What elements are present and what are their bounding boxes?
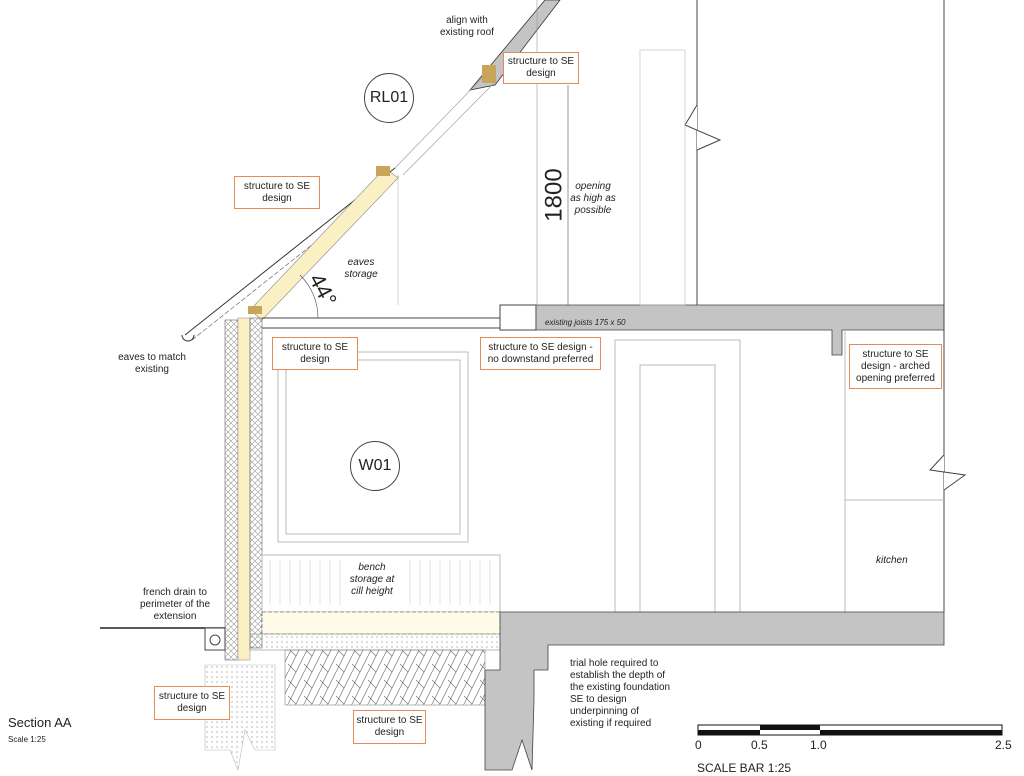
note-line: structure to SE <box>243 180 311 192</box>
note-line: bench <box>358 562 386 573</box>
note-line: design <box>262 192 292 204</box>
note-trial-hole: trial hole required to establish the dep… <box>570 658 670 730</box>
note-line: design <box>300 353 330 365</box>
note-line: extension <box>153 611 197 622</box>
note-opening: opening as high as possible <box>568 181 618 217</box>
section-title: Section AA <box>8 715 72 730</box>
note-line: align with <box>446 15 488 26</box>
note-line: underpinning of <box>570 706 639 717</box>
note-line: as high as <box>570 193 616 204</box>
scale-tick-1-0: 1.0 <box>810 738 827 752</box>
note-line: establish the depth of <box>570 670 666 681</box>
note-line: eaves <box>347 257 375 268</box>
note-line: trial hole required to <box>570 658 659 669</box>
note-eaves-storage: eaves storage <box>340 257 382 281</box>
rooflight-tag: RL01 <box>364 73 414 123</box>
note-line: storage at <box>349 574 395 585</box>
note-line: eaves to match <box>118 352 186 363</box>
note-line: design - arched <box>861 360 930 372</box>
note-line: structure to SE <box>507 56 575 67</box>
note-box-downstand: structure to SE design -no downstand pre… <box>480 337 601 370</box>
note-line: structure to SE design - <box>488 341 593 353</box>
note-line: storage <box>344 269 378 280</box>
note-line: existing if required <box>570 718 652 729</box>
note-kitchen: kitchen <box>876 555 908 566</box>
note-joists: existing joists 175 x 50 <box>545 318 626 327</box>
note-line: structure to SE <box>356 715 423 726</box>
note-line: opening <box>575 181 611 192</box>
window-tag: W01 <box>350 441 400 491</box>
note-line: no downstand preferred <box>487 353 594 365</box>
scale-tick-0: 0 <box>695 738 702 752</box>
note-line: french drain to <box>143 587 207 598</box>
note-french-drain: french drain to perimeter of the extensi… <box>130 587 220 623</box>
note-eaves-match: eaves to match existing <box>112 352 192 376</box>
note-line: existing roof <box>440 27 494 38</box>
scale-bar-label: SCALE BAR 1:25 <box>697 761 792 775</box>
note-line: opening preferred <box>856 372 935 384</box>
note-line: cill height <box>351 586 393 597</box>
scale-bar <box>697 724 1003 736</box>
dimension-1800: 1800 <box>540 168 568 222</box>
note-align-roof: align with existing roof <box>440 15 494 39</box>
note-line: structure to SE <box>158 691 226 702</box>
note-line: perimeter of the <box>139 599 211 610</box>
note-bench: bench storage at cill height <box>340 562 404 598</box>
note-line: design <box>177 703 207 714</box>
scale-tick-2-5: 2.5 <box>995 738 1012 752</box>
note-line: possible <box>574 205 612 216</box>
note-line: structure to SE <box>862 348 929 360</box>
note-line: design <box>526 68 556 79</box>
scale-tick-0-5: 0.5 <box>751 738 768 752</box>
note-line: structure to SE <box>281 341 349 353</box>
section-scale: Scale 1:25 <box>8 735 46 744</box>
note-line: the existing foundation <box>570 682 671 693</box>
note-line: existing <box>135 364 169 375</box>
note-line: design <box>374 727 405 738</box>
note-line: SE to design <box>570 694 627 705</box>
